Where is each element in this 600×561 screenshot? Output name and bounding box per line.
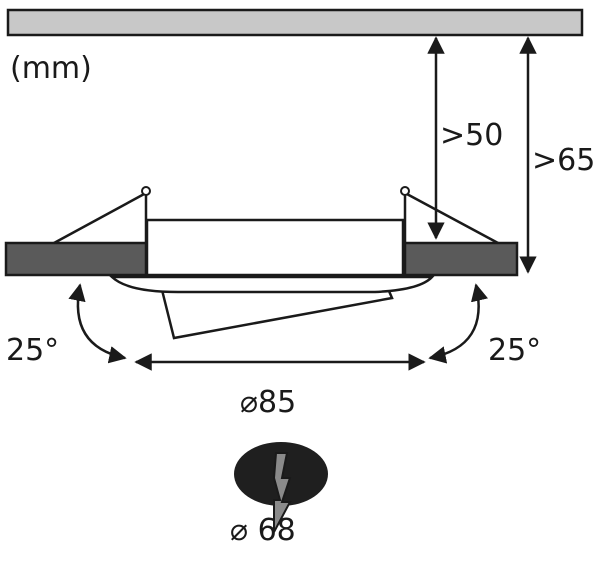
drill-bit-icon — [272, 452, 292, 533]
tilt-arrow-left — [68, 283, 127, 364]
spring-clip-left — [53, 190, 148, 245]
cutout-label: ⌀ 68 — [230, 513, 296, 548]
unit-label: (mm) — [10, 51, 92, 86]
ceiling-slab — [6, 8, 584, 37]
total-depth-label: >65 — [532, 143, 595, 178]
min-depth-label: >50 — [440, 118, 503, 153]
tilt-arrow-right — [428, 283, 489, 364]
spring-clip-right-pivot — [400, 186, 410, 196]
ceiling-board-right — [403, 241, 519, 277]
spring-clip-right — [403, 190, 499, 245]
diameter-label: ⌀85 — [240, 385, 296, 420]
tilt-right-label: 25° — [488, 333, 541, 368]
ceiling-board-left — [4, 241, 148, 277]
trim-ring — [108, 275, 435, 294]
spring-clip-left-pivot — [141, 186, 151, 196]
lamp-housing — [145, 218, 405, 277]
tilt-left-label: 25° — [6, 333, 59, 368]
